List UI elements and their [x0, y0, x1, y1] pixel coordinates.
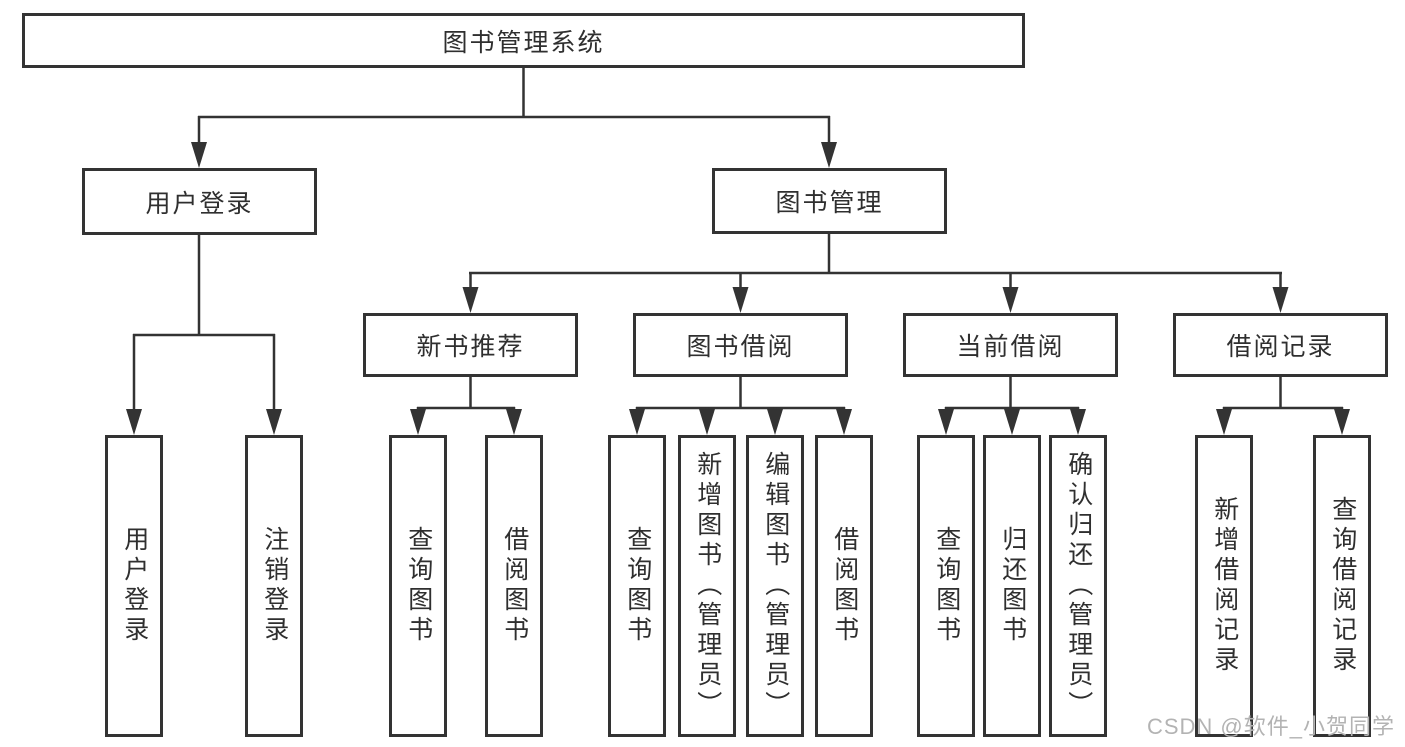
connector-borrow-records: [1216, 377, 1350, 435]
node-book-borrow: 图书借阅: [633, 313, 848, 377]
arrow-down-icon: [836, 409, 852, 435]
leaf-logout-label: 注销登录: [260, 526, 289, 646]
arrow-down-icon: [462, 287, 479, 313]
node-new-book-recommend-label: 新书推荐: [416, 333, 525, 361]
node-borrow-records-label: 借阅记录: [1226, 333, 1335, 361]
leaf-logout: 注销登录: [245, 435, 303, 737]
arrow-down-icon: [629, 409, 645, 435]
leaf-bb-borrow-book-label: 借阅图书: [830, 526, 859, 646]
arrow-down-icon: [1004, 409, 1020, 435]
leaf-br-query-record-label: 查询借阅记录: [1328, 496, 1357, 676]
leaf-user-login-label: 用户登录: [120, 526, 149, 646]
leaf-bb-query-book-label: 查询图书: [623, 526, 652, 646]
leaf-bb-borrow-book: 借阅图书: [815, 435, 873, 737]
arrow-down-icon: [191, 142, 207, 168]
connector-user-login: [126, 235, 282, 435]
leaf-cb-confirm-return-admin-label: 确认归还（管理员）: [1064, 451, 1093, 721]
leaf-nb-borrow-book-label: 借阅图书: [500, 526, 529, 646]
leaf-cb-query-book-label: 查询图书: [932, 526, 961, 646]
arrow-down-icon: [821, 142, 837, 168]
arrow-down-icon: [767, 409, 783, 435]
arrow-down-icon: [1216, 409, 1232, 435]
node-root: 图书管理系统: [22, 13, 1025, 68]
connector-root: [191, 68, 837, 168]
arrow-down-icon: [1070, 409, 1086, 435]
leaf-nb-borrow-book: 借阅图书: [485, 435, 543, 737]
connector-current-borrow: [938, 377, 1086, 435]
arrow-down-icon: [506, 409, 522, 435]
connector-new-book-recommend: [410, 377, 522, 435]
leaf-cb-return-book: 归还图书: [983, 435, 1041, 737]
leaf-cb-query-book: 查询图书: [917, 435, 975, 737]
arrow-down-icon: [410, 409, 426, 435]
arrow-down-icon: [1334, 409, 1350, 435]
connector-book-management: [462, 234, 1289, 313]
leaf-br-query-record: 查询借阅记录: [1313, 435, 1371, 737]
leaf-bb-add-book-admin-label: 新增图书（管理员）: [693, 451, 722, 721]
arrow-down-icon: [699, 409, 715, 435]
watermark: CSDN @软件_小贺同学: [1146, 714, 1395, 739]
arrow-down-icon: [732, 287, 749, 313]
leaf-cb-return-book-label: 归还图书: [998, 526, 1027, 646]
arrow-down-icon: [266, 409, 282, 435]
node-user-login: 用户登录: [82, 168, 317, 235]
arrow-down-icon: [126, 409, 142, 435]
leaf-bb-edit-book-admin-label: 编辑图书（管理员）: [761, 451, 790, 721]
arrow-down-icon: [938, 409, 954, 435]
node-borrow-records: 借阅记录: [1173, 313, 1388, 377]
node-new-book-recommend: 新书推荐: [363, 313, 578, 377]
leaf-bb-query-book: 查询图书: [608, 435, 666, 737]
leaf-nb-query-book: 查询图书: [389, 435, 447, 737]
connector-book-borrow: [629, 377, 852, 435]
leaf-cb-confirm-return-admin: 确认归还（管理员）: [1049, 435, 1107, 737]
node-current-borrow-label: 当前借阅: [956, 333, 1065, 361]
node-book-management: 图书管理: [712, 168, 947, 234]
node-book-borrow-label: 图书借阅: [686, 333, 795, 361]
arrow-down-icon: [1272, 287, 1289, 313]
leaf-user-login: 用户登录: [105, 435, 163, 737]
node-book-management-label: 图书管理: [775, 189, 884, 217]
node-root-label: 图书管理系统: [442, 28, 605, 57]
leaf-bb-add-book-admin: 新增图书（管理员）: [678, 435, 736, 737]
leaf-bb-edit-book-admin: 编辑图书（管理员）: [746, 435, 804, 737]
leaf-nb-query-book-label: 查询图书: [404, 526, 433, 646]
leaf-br-add-record: 新增借阅记录: [1195, 435, 1253, 737]
leaf-br-add-record-label: 新增借阅记录: [1210, 496, 1239, 676]
node-current-borrow: 当前借阅: [903, 313, 1118, 377]
node-user-login-label: 用户登录: [145, 189, 254, 218]
arrow-down-icon: [1002, 287, 1019, 313]
